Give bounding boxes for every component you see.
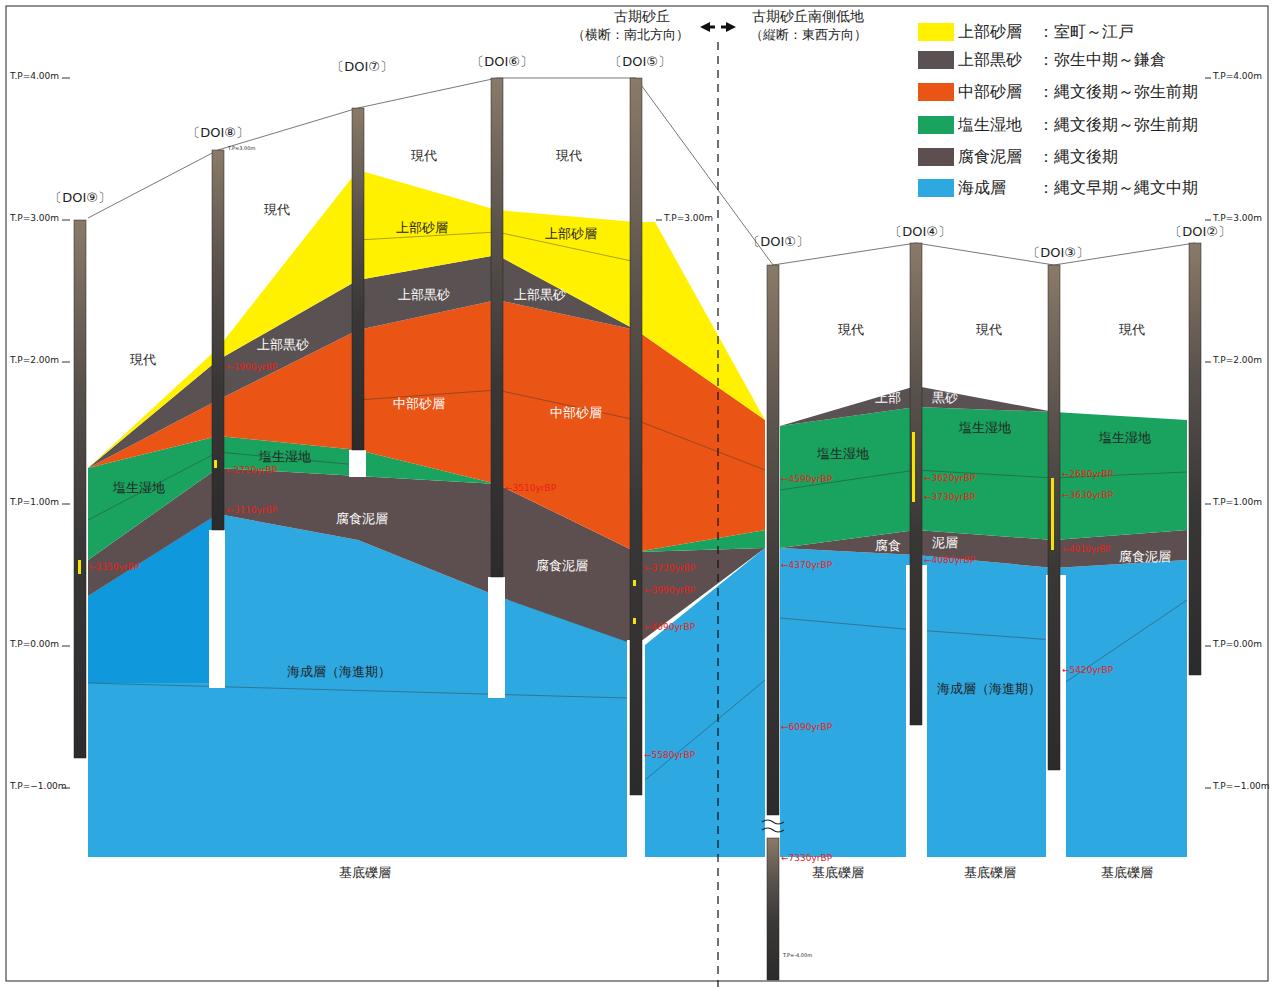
layer-label: 海成層（海進期） xyxy=(937,682,1041,697)
layer-label: 現代 xyxy=(838,323,864,338)
elevation-label: T.P=3.00m xyxy=(664,213,713,223)
legend-text: 塩生湿地 ：縄文後期～弥生前期 xyxy=(958,116,1198,134)
date-label: ←2680yrBP xyxy=(1062,469,1113,479)
date-label: ←6090yrBP xyxy=(781,722,832,732)
elevation-label: T.P=−1.00m xyxy=(10,781,67,791)
date-label: ←3350yrBP xyxy=(88,562,139,572)
core-name: 〔DOI④〕 xyxy=(889,225,951,240)
layer-label: 基底礫層 xyxy=(964,866,1016,881)
layer-label: 現代 xyxy=(556,149,582,164)
core-name: 〔DOI①〕 xyxy=(747,235,809,250)
date-label: ←4010yrBP xyxy=(1062,545,1110,555)
layer-label: 腐食泥層 xyxy=(336,512,388,527)
elevation-label: T.P=0.00m xyxy=(10,639,59,649)
date-label: ←3630yrBP xyxy=(1062,490,1113,500)
core-name: 〔DOI②〕 xyxy=(1169,225,1231,240)
section-title: （横断：南北方向） xyxy=(572,28,689,43)
date-label: ←4590yrBP xyxy=(781,474,832,484)
date-label: ←4370yrBP xyxy=(781,560,832,570)
date-label: ←5580yrBP xyxy=(644,750,695,760)
layer-label: 現代 xyxy=(411,149,437,164)
elevation-label: T.P=4.00m xyxy=(10,71,59,81)
section-title: （縦断：東西方向） xyxy=(750,28,867,43)
layer-label: 中部砂層 xyxy=(393,397,445,412)
layer-label: 中部砂層 xyxy=(550,406,602,421)
date-label: ←3990yrBP xyxy=(644,585,695,595)
legend-text: 腐食泥層 ：縄文後期 xyxy=(958,148,1118,166)
elevation-label: T.P=1.00m xyxy=(1213,497,1262,507)
date-label: ←3110yrBP xyxy=(226,505,277,515)
core-name: 〔DOI⑤〕 xyxy=(609,55,671,70)
core-name: 〔DOI⑧〕 xyxy=(187,126,249,141)
layer-label: 基底礫層 xyxy=(1101,866,1153,881)
layer-label: 上部砂層 xyxy=(545,227,597,242)
core-name: 〔DOI③〕 xyxy=(1027,246,1089,261)
layer-label: 基底礫層 xyxy=(812,866,864,881)
elevation-label: T.P=3.00m xyxy=(10,213,59,223)
layer-label: 現代 xyxy=(976,323,1002,338)
elevation-label: T.P=3.00m xyxy=(1213,213,1262,223)
legend-text: 上部砂層 ：室町～江戸 xyxy=(958,23,1134,41)
legend-text: 中部砂層 ：縄文後期～弥生前期 xyxy=(958,83,1198,101)
elevation-label: T.P=-4.00m xyxy=(783,953,812,959)
layer-label: 上部 xyxy=(875,391,901,406)
layer-label: 塩生湿地 xyxy=(959,421,1011,436)
date-label: ←3720yrBP xyxy=(644,563,695,573)
date-label: ←5420yrBP xyxy=(1062,665,1113,675)
layer-label: 塩生湿地 xyxy=(1099,431,1151,446)
legend-swatch xyxy=(918,23,954,41)
legend-text: 上部黒砂 ：弥生中期～鎌倉 xyxy=(958,51,1166,69)
elevation-label: T.P=2.00m xyxy=(10,355,59,365)
elevation-label: T.P=4.00m xyxy=(1213,71,1262,81)
date-label: ←3510yrBP xyxy=(505,483,556,493)
legend-text: 海成層 ：縄文早期～縄文中期 xyxy=(958,179,1198,197)
layer-label: 海成層（海進期） xyxy=(287,665,391,680)
layer-label: 腐食泥層 xyxy=(1119,550,1171,565)
legend-swatch xyxy=(918,116,954,134)
layer-label: 上部砂層 xyxy=(396,221,448,236)
elevation-label: T.P=1.00m xyxy=(10,497,59,507)
date-label: ←4090yrBP xyxy=(644,622,695,632)
elevation-label: T.P=2.00m xyxy=(1213,355,1262,365)
date-label: ←7330yrBP xyxy=(781,853,832,863)
section-title: 古期砂丘南側低地 xyxy=(752,8,864,24)
layer-label: 塩生湿地 xyxy=(259,450,311,465)
layer-label: 上部黒砂 xyxy=(514,288,566,303)
layer-label: 現代 xyxy=(1119,323,1145,338)
layer-label: 腐食泥層 xyxy=(536,559,588,574)
elevation-label: T.P=0.00m xyxy=(1213,639,1262,649)
core-name: 〔DOI⑨〕 xyxy=(49,191,111,206)
layer-label: 上部黒砂 xyxy=(398,288,450,303)
layer-label: 泥層 xyxy=(932,536,958,551)
layer-label: 腐食 xyxy=(875,539,901,554)
core-name: 〔DOI⑥〕 xyxy=(471,55,533,70)
date-label: ←1900yrBP xyxy=(226,362,277,372)
legend-swatch xyxy=(918,83,954,101)
layer-label: 塩生湿地 xyxy=(113,481,165,496)
layer-label: 基底礫層 xyxy=(339,866,391,881)
layer-label: 現代 xyxy=(130,353,156,368)
elevation-label: T.P=3.00m xyxy=(228,146,255,152)
date-label: ←3620yrBP xyxy=(924,473,975,483)
date-label: ←2720yrBP xyxy=(226,465,277,475)
legend-swatch xyxy=(918,148,954,166)
layer-label: 塩生湿地 xyxy=(817,447,869,462)
legend-swatch xyxy=(918,179,954,197)
section-title: 古期砂丘 xyxy=(614,8,670,24)
core-name: 〔DOI⑦〕 xyxy=(331,60,393,75)
layer-label: 上部黒砂 xyxy=(257,338,309,353)
layer-label: 現代 xyxy=(264,203,290,218)
legend-swatch xyxy=(918,51,954,69)
date-label: ←4080yrBP xyxy=(924,555,975,565)
date-label: ←3730yrBP xyxy=(924,492,975,502)
elevation-label: T.P=−1.00m xyxy=(1213,781,1270,791)
layer-label: 黒砂 xyxy=(932,391,958,406)
